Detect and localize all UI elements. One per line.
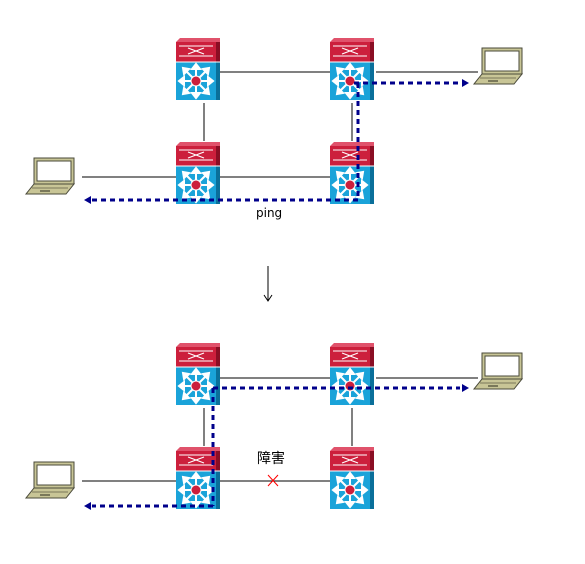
multilayer-switch-icon: [329, 141, 375, 205]
multilayer-switch-icon: [175, 342, 221, 406]
multilayer-switch-icon: [329, 37, 375, 101]
top-links: [82, 71, 478, 178]
laptop-icon: [473, 47, 523, 85]
laptop-icon: [25, 461, 75, 499]
arrow-head: [462, 79, 469, 87]
arrow-head: [84, 196, 91, 204]
down-arrow-icon: [263, 266, 273, 302]
multilayer-switch-icon: [175, 141, 221, 205]
fault-x-icon: [267, 474, 279, 487]
laptop-icon: [25, 157, 75, 195]
ping-label: ping: [256, 206, 283, 220]
laptop-icon: [473, 352, 523, 390]
fault-label: 障害: [257, 451, 285, 467]
arrow-head: [462, 384, 469, 392]
multilayer-switch-icon: [329, 342, 375, 406]
ping-path-top: [92, 81, 460, 202]
bottom-links: [82, 377, 478, 482]
ping-path-bottom: [92, 386, 460, 508]
multilayer-switch-icon: [329, 446, 375, 510]
multilayer-switch-icon: [175, 37, 221, 101]
arrow-head: [84, 502, 91, 510]
